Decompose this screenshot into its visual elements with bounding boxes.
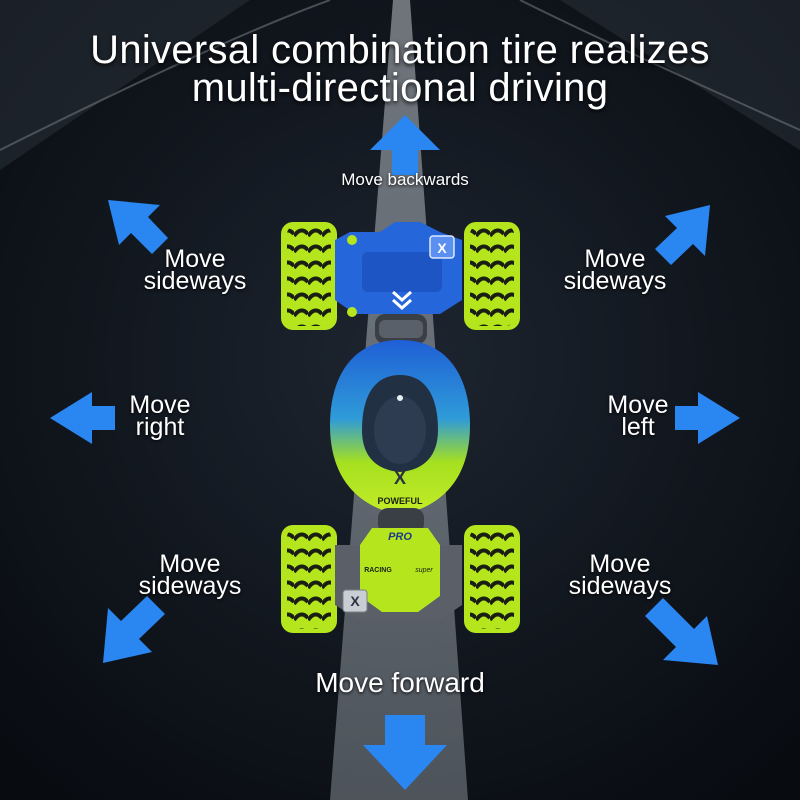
label-line: Move: [129, 391, 191, 419]
front-left-wheel: [281, 222, 337, 330]
label-move-sideways-bottom-left: Move sideways: [115, 550, 265, 600]
label-line: sideways: [568, 572, 672, 600]
car-brand-text: POWEFUL: [378, 496, 423, 506]
label-move-forward: Move forward: [315, 667, 485, 698]
rear-right-wheel: [464, 525, 520, 633]
label-line: sideways: [563, 267, 667, 295]
title-line-2: multi-directional driving: [191, 66, 609, 110]
label-line: right: [135, 413, 185, 441]
title-line-1: Universal combination tire realizes: [90, 28, 710, 72]
label-line: Move: [607, 391, 669, 419]
car-badge-rear: X: [350, 593, 360, 609]
label-line: Move: [164, 245, 226, 273]
label-move-right: Move right: [100, 391, 220, 441]
label-line: sideways: [143, 267, 247, 295]
car-badge-top: X: [437, 240, 447, 256]
label-move-sideways-bottom-right: Move sideways: [545, 550, 695, 600]
label-move-backwards: Move backwards: [341, 170, 469, 189]
label-line: Move: [159, 550, 221, 578]
label-move-sideways-top-left: Move sideways: [120, 245, 270, 295]
label-line: Move: [584, 245, 646, 273]
front-right-wheel: [464, 222, 520, 330]
label-line: left: [621, 413, 655, 441]
label-move-sideways-top-right: Move sideways: [540, 245, 690, 295]
label-line: sideways: [138, 572, 242, 600]
car-super-text: super: [415, 567, 433, 574]
label-line: Move: [589, 550, 651, 578]
car-badge-body: X: [394, 468, 406, 488]
car-racing-text: RACING: [364, 567, 392, 574]
label-move-left: Move left: [578, 391, 698, 441]
car-pro-text: PRO: [388, 531, 412, 543]
rear-left-wheel: [281, 525, 337, 633]
